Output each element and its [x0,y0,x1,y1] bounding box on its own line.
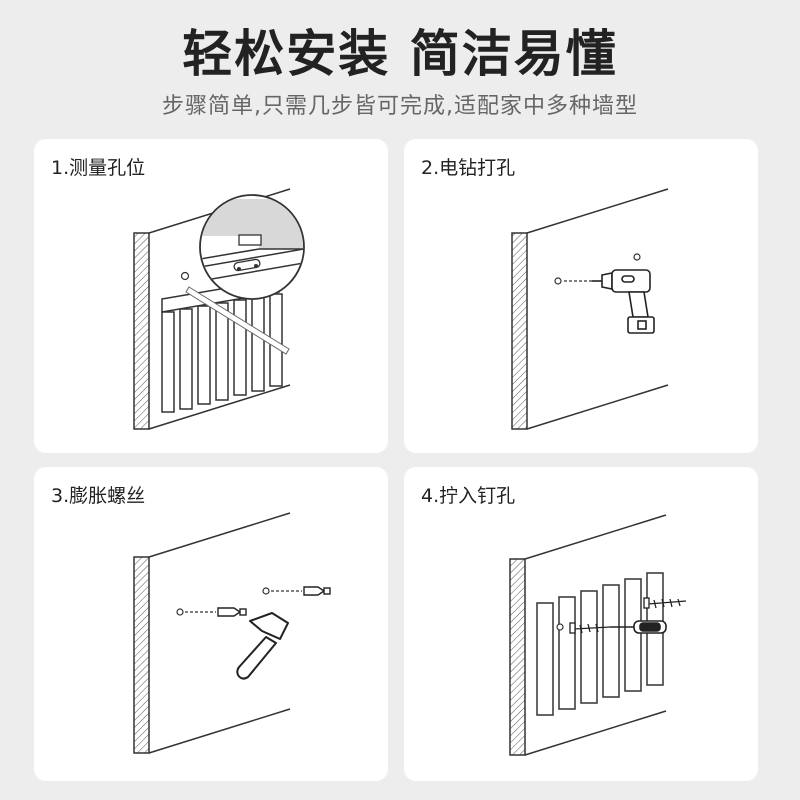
expansion-anchor-icon [303,586,331,596]
wall-section [133,556,150,754]
hole-mark [554,277,562,285]
hole-mark [176,608,184,616]
magnifier-callout [199,194,305,300]
step-card-screw: 4.拧入钉孔 [404,467,758,781]
anchor-illustration [133,512,331,754]
screw-icon [569,622,611,634]
step-card-measure: 1.测量孔位 [34,139,388,453]
measure-illustration [133,188,305,430]
step-label: 2.电钻打孔 [421,157,516,179]
wood-panel [161,278,283,413]
screw-icon [643,597,687,609]
step-label: 3.膨胀螺丝 [51,485,146,507]
screwdriver-icon [610,620,667,634]
hole-mark [262,587,270,595]
page-title: 轻松安装 简洁易懂 [182,25,618,83]
wood-panel [536,572,664,716]
hole-mark [180,271,190,281]
step-card-anchor: 3.膨胀螺丝 [34,467,388,781]
drill-icon [592,269,655,334]
step-label: 4.拧入钉孔 [421,485,516,507]
drill-illustration [511,188,669,430]
wall-section [511,232,528,430]
hole-mark [633,253,641,261]
wall-section [133,232,150,430]
page-subtitle: 步骤简单,只需几步皆可完成,适配家中多种墙型 [162,94,638,119]
hammer-icon [236,612,289,680]
step-card-drill: 2.电钻打孔 [404,139,758,453]
screw-illustration [509,514,687,756]
hole-mark [556,623,564,631]
wall-section [509,558,526,756]
level-ruler-icon [185,286,290,355]
expansion-anchor-icon [217,607,247,617]
step-label: 1.测量孔位 [51,157,146,179]
